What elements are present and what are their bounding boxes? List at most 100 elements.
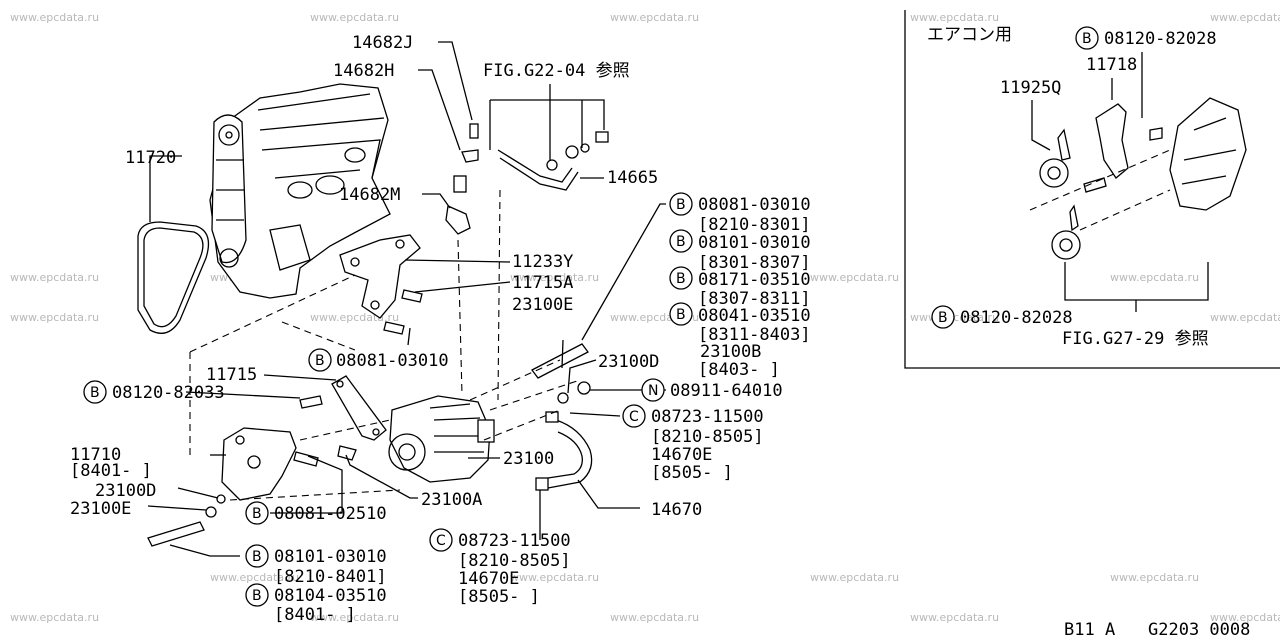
circle-letter: N (648, 383, 658, 399)
label-11233y: 11233Y (512, 252, 573, 272)
label-14665: 14665 (607, 168, 658, 188)
label-08101-03010-right: 08101-03010 (698, 233, 811, 253)
dashed-guides (189, 189, 581, 501)
watermark: www.epcdata.ru (10, 271, 99, 284)
watermark: www.epcdata.ru (610, 11, 699, 24)
range-8311-8403: [8311-8403] (698, 325, 811, 345)
watermark: www.epcdata.ru (810, 571, 899, 584)
label-14682j: 14682J (352, 33, 413, 53)
inset-aircon: エアコン用 B 08120-82028 11718 11925Q B 08120… (904, 10, 1280, 369)
range-c1-8505: [8505- ] (651, 463, 733, 483)
engine-block (209, 83, 391, 299)
label-23100e-left: 23100E (70, 499, 131, 519)
label-23100a: 23100A (421, 490, 482, 510)
range-8210-8401: [8210-8401] (274, 567, 387, 587)
range-8401: [8401- ] (274, 605, 356, 625)
label-08081-03010-top: 08081-03010 (698, 195, 811, 215)
watermark: www.epcdata.ru (510, 571, 599, 584)
label-14682h: 14682H (333, 61, 394, 81)
label-08171-03510: 08171-03510 (698, 270, 811, 290)
label-23100d-right: 23100D (598, 352, 659, 372)
circle-letter: B (252, 506, 262, 522)
circle-letter: C (436, 533, 446, 549)
circle-letter: C (629, 409, 639, 425)
label-23100: 23100 (503, 449, 554, 469)
label-08081-03010-mid: 08081-03010 (336, 351, 449, 371)
label-11720: 11720 (125, 148, 176, 168)
label-ref-main: FIG.G22-04 参照 (483, 61, 630, 81)
label-14670e-bottom: 14670E (458, 569, 519, 589)
watermark: www.epcdata.ru (10, 611, 99, 624)
label-11710: 11710 (70, 445, 121, 465)
circle-letter: B (90, 385, 100, 401)
bracket-11710 (221, 427, 297, 501)
watermark: www.epcdata.ru (610, 611, 699, 624)
circle-letter: B (938, 310, 948, 326)
bolts (147, 289, 591, 547)
circle-letter: B (1082, 31, 1092, 47)
part-labels: 14682J 14682H FIG.G22-04 参照 11720 14665 … (70, 33, 702, 520)
bracket-11233y (339, 234, 421, 319)
watermark: www.epcdata.ru (310, 611, 399, 624)
watermark: www.epcdata.ru (10, 311, 99, 324)
label-11718: 11718 (1086, 55, 1137, 75)
leader-lines (147, 41, 666, 557)
range-c1-8210-8505: [8210-8505] (651, 427, 764, 447)
drive-belt (137, 221, 210, 334)
circle-letter: B (315, 353, 325, 369)
bracket-11715 (331, 375, 387, 441)
label-08723-11500-bottom: 08723-11500 (458, 531, 571, 551)
label-08120-82033: 08120-82033 (112, 383, 225, 403)
watermark: www.epcdata.ru (310, 11, 399, 24)
label-11715a: 11715A (512, 273, 573, 293)
watermark: www.epcdata.ru (10, 11, 99, 24)
label-08104-03510: 08104-03510 (274, 586, 387, 606)
label-08120-82028-bottom: 08120-82028 (960, 308, 1073, 328)
inset-ref: FIG.G27-29 参照 (1062, 329, 1209, 349)
circle-letter: B (676, 197, 686, 213)
label-11925q: 11925Q (1000, 78, 1061, 98)
range-c2-8505: [8505- ] (458, 587, 540, 607)
circle-letter: B (676, 234, 686, 250)
watermark: www.epcdata.ru (910, 11, 999, 24)
label-14682m: 14682M (339, 185, 400, 205)
hose-14670 (535, 411, 593, 491)
label-23100d-left: 23100D (95, 481, 156, 501)
watermark: www.epcdata.ru (810, 271, 899, 284)
watermark: www.epcdata.ru (1110, 271, 1199, 284)
range-8307-8311: [8307-8311] (698, 289, 811, 309)
range-8210-8301: [8210-8301] (698, 215, 811, 235)
range-c2-8210-8505: [8210-8505] (458, 551, 571, 571)
footer-code: G2203 0008 (1148, 620, 1250, 640)
range-8301-8307: [8301-8307] (698, 253, 811, 273)
range-8403: [8403- ] (698, 360, 780, 380)
watermark: www.epcdata.ru (1210, 611, 1280, 624)
watermarks: www.epcdata.ru www.epcdata.ru www.epcdat… (10, 11, 1280, 624)
label-08041-03510: 08041-03510 (698, 306, 811, 326)
label-08081-02510: 08081-02510 (274, 504, 387, 524)
label-23100e-top: 23100E (512, 295, 573, 315)
label-23100b: 23100B (700, 342, 761, 362)
label-08723-11500-right: 08723-11500 (651, 407, 764, 427)
circle-letter: B (676, 307, 686, 323)
watermark: www.epcdata.ru (510, 271, 599, 284)
label-11710-range: [8401- ] (70, 461, 152, 481)
footer-model: B11 A (1064, 620, 1115, 640)
circled-callouts: B 08081-03010 [8210-8301] B 08101-03010 … (83, 192, 811, 625)
circle-letter: B (676, 271, 686, 287)
label-14670: 14670 (651, 500, 702, 520)
footer: B11 A G2203 0008 (1064, 620, 1250, 640)
vacuum-pipe-14665 (497, 131, 609, 191)
watermark: www.epcdata.ru (1210, 311, 1280, 324)
inset-title: エアコン用 (927, 25, 1012, 45)
watermark: www.epcdata.ru (1210, 11, 1280, 24)
circle-letter: B (252, 588, 262, 604)
circle-letter: B (252, 549, 262, 565)
label-08101-03010-bottom: 08101-03010 (274, 547, 387, 567)
label-11715: 11715 (206, 365, 257, 385)
label-14670e-right: 14670E (651, 445, 712, 465)
vacuum-parts-14682 (445, 123, 479, 235)
label-08911-64010: 08911-64010 (670, 381, 783, 401)
watermark: www.epcdata.ru (210, 571, 299, 584)
